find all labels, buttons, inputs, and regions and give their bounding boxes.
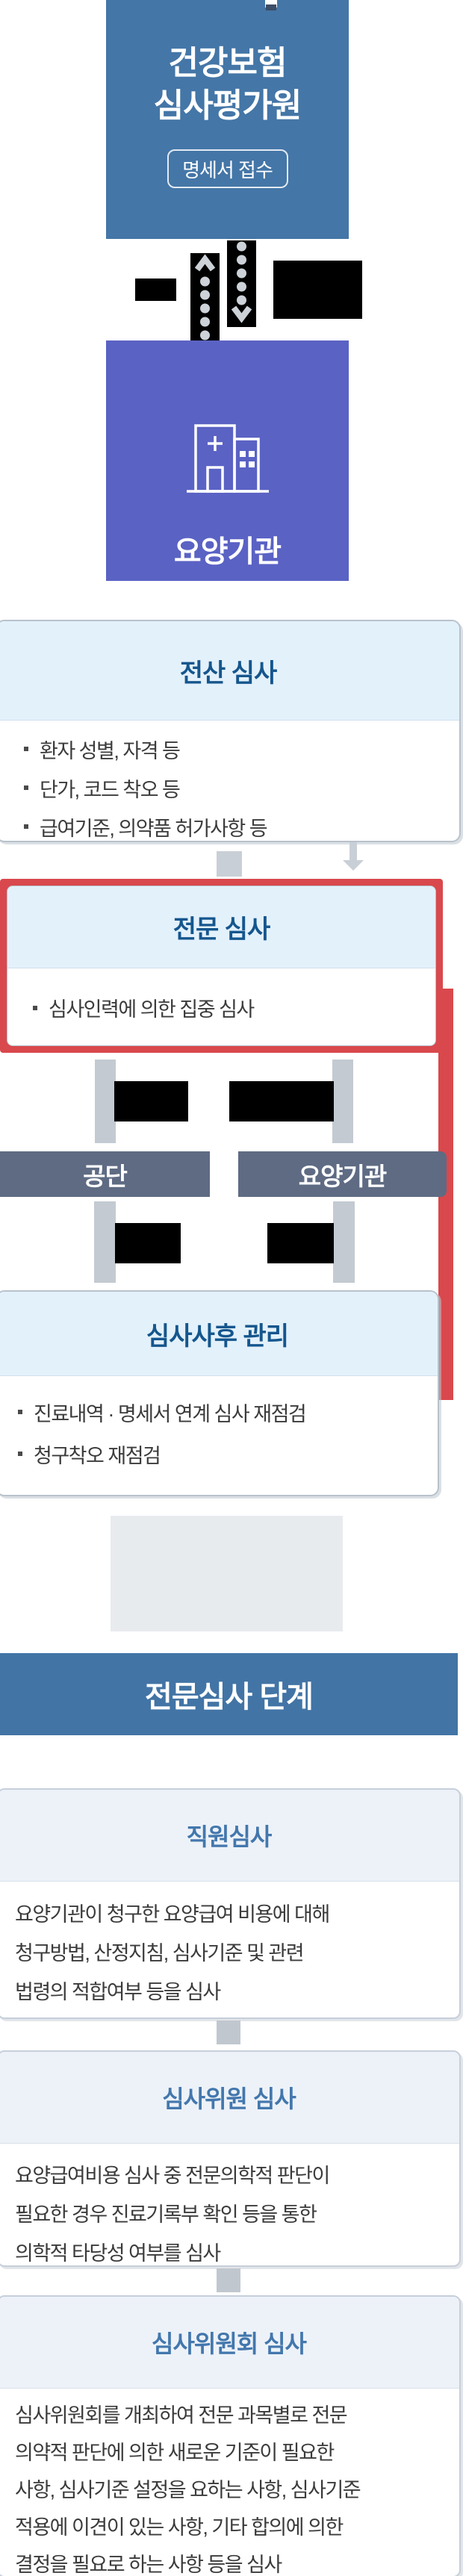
hira-title: 건강보험 심사평가원 xyxy=(106,42,349,127)
stage-text-line: 의학적 타당성 여부를 심사 xyxy=(15,2242,221,2265)
stage-card-reviewer-review: 심사위원 심사 요양급여비용 심사 중 전문의학적 판단이 필요한 경우 진료기… xyxy=(0,2050,461,2267)
stage-text-line: 필요한 경우 진료기록부 확인 등을 통한 xyxy=(15,2203,317,2226)
professional-review-highlight: 전문 심사 심사인력에 의한 집중 심사 xyxy=(0,879,443,1053)
hira-box: 건강보험 심사평가원 명세서 접수 xyxy=(106,0,349,239)
computer-review-list: 환자 성별, 자격 등 단가, 코드 착오 등 급여기준, 의약품 허가사항 등 xyxy=(24,729,268,846)
list-item-text: 청구착오 재점검 xyxy=(34,1444,161,1467)
list-item-text: 급여기준, 의약품 허가사항 등 xyxy=(40,817,268,840)
dotted-flow-up-icon xyxy=(190,253,220,340)
list-item: 급여기준, 의약품 허가사항 등 xyxy=(24,807,268,846)
bullet-icon xyxy=(33,1005,37,1010)
stage-text-line: 적용에 이견이 있는 사항, 기타 합의에 의한 xyxy=(15,2516,344,2539)
bullet-icon xyxy=(24,747,28,751)
bullet-icon xyxy=(24,824,28,829)
black-redaction-block xyxy=(229,1081,334,1121)
list-item-text: 단가, 코드 착오 등 xyxy=(40,778,181,801)
stage-banner-title: 전문심사 단계 xyxy=(145,1681,314,1714)
black-redaction-block xyxy=(115,1223,181,1263)
list-item: 환자 성별, 자격 등 xyxy=(24,729,267,768)
stage-header: 직원심사 xyxy=(0,1790,459,1882)
list-item-text: 진료내역 · 명세서 연계 심사 재점검 xyxy=(34,1402,307,1425)
entity-label: 요양기관 xyxy=(298,1162,387,1190)
computer-review-title: 전산 심사 xyxy=(179,659,278,688)
connector-square-icon xyxy=(217,851,242,877)
black-redaction-block xyxy=(135,279,176,301)
card-header: 전문 심사 xyxy=(7,886,435,968)
entity-label: 공단 xyxy=(83,1162,128,1190)
dotted-flow-down-icon xyxy=(227,240,256,327)
entity-bar-gongdan: 공단 xyxy=(0,1151,210,1197)
stage-card-committee-review: 심사위원회 심사 심사위원회를 개최하여 전문 과목별로 전문 의약적 판단에 … xyxy=(0,2295,461,2576)
professional-review-list: 심사인력에 의한 집중 심사 xyxy=(33,974,428,1041)
post-review-list: 진료내역 · 명세서 연계 심사 재점검 청구착오 재점검 xyxy=(18,1391,307,1475)
stage-body: 요양기관이 청구한 요양급여 비용에 대해 청구방법, 산정지침, 심사기준 및… xyxy=(15,1895,450,2012)
connector-bar xyxy=(95,1060,116,1143)
provider-label: 요양기관 xyxy=(173,535,282,568)
down-arrow-icon xyxy=(343,842,364,871)
feedback-line xyxy=(438,989,453,1400)
card-header: 전산 심사 xyxy=(0,621,459,721)
placeholder-box xyxy=(111,1516,343,1631)
stage-body: 요양급여비용 심사 중 전문의학적 판단이 필요한 경우 진료기록부 확인 등을… xyxy=(15,2156,450,2273)
black-redaction-block xyxy=(273,261,362,319)
professional-review-title: 전문 심사 xyxy=(173,915,271,944)
computer-review-card: 전산 심사 환자 성별, 자격 등 단가, 코드 착오 등 급여기준, 의약품 … xyxy=(0,620,461,842)
connector-bar xyxy=(94,1201,116,1283)
artifact-notch-mark xyxy=(266,4,276,10)
stage-text-line: 요양기관이 청구한 요양급여 비용에 대해 xyxy=(15,1903,330,1926)
stage-text-line: 의약적 판단에 의한 새로운 기준이 필요한 xyxy=(15,2442,335,2464)
provider-box: 요양기관 xyxy=(106,340,349,581)
entity-bar-yoyang: 요양기관 xyxy=(238,1151,447,1197)
list-item: 단가, 코드 착오 등 xyxy=(24,768,267,807)
professional-review-card: 전문 심사 심사인력에 의한 집중 심사 xyxy=(7,886,436,1046)
bullet-icon xyxy=(24,785,28,790)
stage-text-line: 청구방법, 산정지침, 심사기준 및 관련 xyxy=(15,1942,305,1964)
post-review-card: 심사사후 관리 진료내역 · 명세서 연계 심사 재점검 청구착오 재점검 xyxy=(0,1290,439,1496)
stage-title: 직원심사 xyxy=(186,1823,273,1850)
stage-text-line: 요양급여비용 심사 중 전문의학적 판단이 xyxy=(15,2165,330,2187)
stage-header: 심사위원회 심사 xyxy=(0,2297,459,2389)
card-header: 심사사후 관리 xyxy=(0,1292,438,1376)
list-item-text: 심사인력에 의한 집중 심사 xyxy=(49,998,255,1021)
stage-text-line: 심사위원회를 개최하여 전문 과목별로 전문 xyxy=(15,2404,348,2427)
list-item: 심사인력에 의한 집중 심사 xyxy=(33,993,255,1022)
connector-bar xyxy=(333,1201,355,1283)
hira-title-line1: 건강보험 xyxy=(168,45,288,81)
bullet-icon xyxy=(18,1410,22,1414)
list-item: 청구착오 재점검 xyxy=(18,1433,305,1475)
stage-text-line: 결정을 필요로 하는 사항 등을 심사 xyxy=(15,2554,282,2576)
stage-banner: 전문심사 단계 xyxy=(0,1653,458,1735)
hospital-icon xyxy=(186,424,269,493)
black-redaction-block xyxy=(267,1223,334,1263)
connector-square-icon xyxy=(217,2020,240,2044)
hira-title-line2: 심사평가원 xyxy=(153,87,302,124)
stage-header: 심사위원 심사 xyxy=(0,2052,459,2144)
stage-body: 심사위원회를 개최하여 전문 과목별로 전문 의약적 판단에 의한 새로운 기준… xyxy=(15,2397,450,2576)
post-review-title: 심사사후 관리 xyxy=(146,1322,289,1351)
stage-text-line: 사항, 심사기준 설정을 요하는 사항, 심사기준 xyxy=(15,2479,361,2501)
bullet-icon xyxy=(18,1452,22,1456)
stage-title: 심사위원 심사 xyxy=(162,2085,296,2112)
artifact-notch xyxy=(265,0,277,7)
statement-receipt-label: 명세서 접수 xyxy=(182,158,273,181)
list-item: 진료내역 · 명세서 연계 심사 재점검 xyxy=(18,1391,307,1433)
stage-text-line: 법령의 적합여부 등을 심사 xyxy=(15,1981,221,2003)
stage-title: 심사위원회 심사 xyxy=(152,2330,307,2357)
list-item-text: 환자 성별, 자격 등 xyxy=(40,739,181,762)
connector-bar xyxy=(332,1060,353,1143)
black-redaction-block xyxy=(114,1081,188,1121)
statement-receipt-badge: 명세서 접수 xyxy=(167,149,288,188)
stage-card-staff-review: 직원심사 요양기관이 청구한 요양급여 비용에 대해 청구방법, 산정지침, 심… xyxy=(0,1788,461,2019)
connector-square-icon xyxy=(217,2268,240,2292)
